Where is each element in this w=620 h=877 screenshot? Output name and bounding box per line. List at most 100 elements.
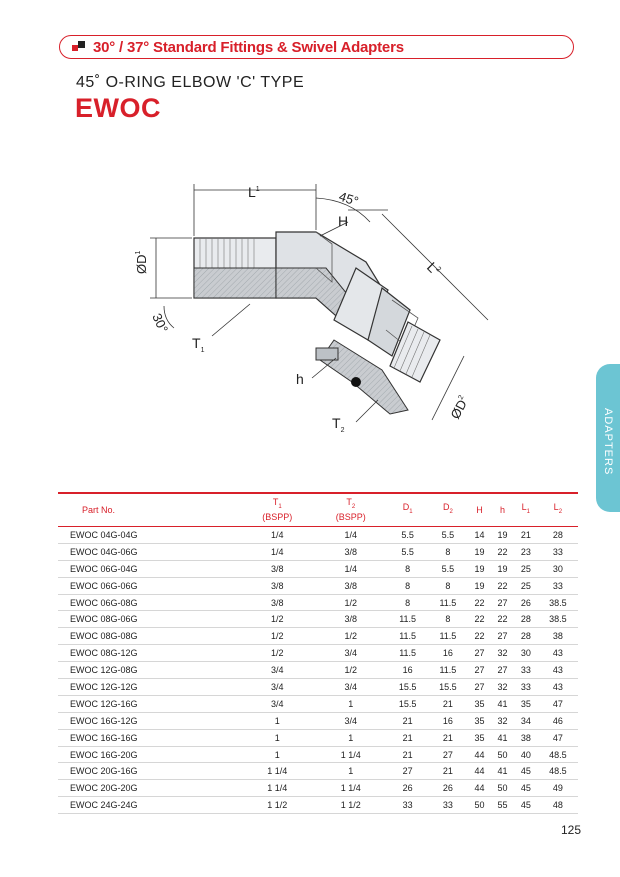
- table-cell: 3/4: [240, 661, 315, 680]
- table-cell: 1: [240, 729, 315, 747]
- squares-icon: [72, 41, 86, 53]
- table-cell: 25: [513, 560, 538, 578]
- label-d1: ØD1: [134, 251, 149, 275]
- table-cell: 1/4: [314, 526, 388, 544]
- table-cell: 3/8: [240, 594, 315, 612]
- table-cell: EWOC 06G-08G: [58, 594, 241, 612]
- table-cell: 1: [240, 712, 315, 730]
- table-cell: 1 1/4: [314, 779, 388, 798]
- table-cell: 5.5: [387, 526, 428, 544]
- table-cell: 35: [467, 712, 491, 730]
- table-cell: 26: [387, 779, 428, 798]
- table-cell: 41: [490, 762, 514, 781]
- table-cell: 3/8: [240, 560, 315, 578]
- side-tab-adapters[interactable]: ADAPTERS: [596, 364, 620, 512]
- table-cell: 1/2: [314, 594, 388, 612]
- table-cell: 44: [467, 746, 491, 764]
- table-cell: 22: [490, 610, 514, 629]
- table-cell: 1: [314, 762, 388, 781]
- table-cell: 47: [537, 695, 578, 713]
- table-cell: EWOC 08G-12G: [58, 644, 241, 663]
- table-cell: EWOC 08G-08G: [58, 627, 241, 646]
- table-cell: 1 1/4: [314, 746, 388, 764]
- table-cell: EWOC 06G-06G: [58, 577, 241, 595]
- table-cell: 11.5: [387, 610, 428, 629]
- table-cell: 11.5: [387, 644, 428, 663]
- table-cell: 1: [240, 746, 315, 764]
- col-d2: D2: [427, 492, 468, 527]
- table-cell: 21: [387, 729, 428, 747]
- label-angle-45: 45°: [337, 189, 360, 209]
- product-code: EWOC: [75, 93, 161, 123]
- table-cell: 3/4: [314, 644, 388, 663]
- table-cell: 8: [427, 543, 468, 561]
- table-cell: 3/8: [314, 577, 388, 595]
- col-part-no: Part No.: [58, 492, 241, 527]
- table-cell: 21: [387, 712, 428, 730]
- table-cell: 41: [490, 695, 514, 713]
- table-cell: EWOC 12G-16G: [58, 695, 241, 713]
- table-cell: 1/2: [314, 661, 388, 680]
- label-t2: T2: [332, 415, 345, 434]
- table-cell: 19: [490, 526, 514, 544]
- table-cell: 1: [314, 729, 388, 747]
- table-cell: 1 1/4: [240, 779, 315, 798]
- table-cell: 11.5: [427, 594, 468, 612]
- label-l1: L1: [248, 184, 260, 200]
- table-cell: 19: [467, 577, 491, 595]
- table-cell: 27: [427, 746, 468, 764]
- table-cell: 27: [467, 661, 491, 680]
- table-cell: 1 1/4: [240, 762, 315, 781]
- table-cell: 48: [537, 796, 578, 815]
- product-subtitle: 45˚ O-RING ELBOW 'C' TYPE: [76, 74, 305, 91]
- label-angle-30: 30°: [149, 311, 171, 335]
- dimension-lines: [150, 184, 489, 423]
- table-cell: 45: [513, 796, 538, 815]
- table-cell: 23: [513, 543, 538, 561]
- table-cell: EWOC 16G-20G: [58, 746, 241, 764]
- table-cell: 28: [537, 526, 578, 544]
- table-cell: 11.5: [387, 627, 428, 646]
- table-cell: 3/4: [314, 712, 388, 730]
- table-cell: 25: [513, 577, 538, 595]
- col-d1: D1: [387, 492, 428, 527]
- table-cell: 27: [467, 644, 491, 663]
- table-cell: 28: [513, 610, 538, 629]
- table-cell: 3/8: [240, 577, 315, 595]
- table-header-row: Part No. T1(BSPP) T2(BSPP) D1 D2 H h L1 …: [58, 492, 578, 527]
- table-cell: 1/2: [314, 627, 388, 646]
- table-cell: 21: [427, 729, 468, 747]
- table-cell: 32: [490, 644, 514, 663]
- table-cell: EWOC 24G-24G: [58, 796, 241, 815]
- table-cell: 19: [467, 560, 491, 578]
- table-cell: 3/8: [314, 543, 388, 561]
- table-cell: 22: [467, 594, 491, 612]
- table-cell: EWOC 20G-20G: [58, 779, 241, 798]
- table-cell: 22: [467, 610, 491, 629]
- table-cell: 5.5: [427, 526, 468, 544]
- table-cell: EWOC 04G-04G: [58, 526, 241, 544]
- table-cell: 1/4: [314, 560, 388, 578]
- table-cell: 47: [537, 729, 578, 747]
- fitting-drawing: L1 45° H L2 ØD1 30° T1 h T2 ØD2: [134, 184, 489, 434]
- table-cell: 22: [490, 577, 514, 595]
- table-cell: 1: [314, 695, 388, 713]
- table-cell: 22: [467, 627, 491, 646]
- table-cell: 19: [490, 560, 514, 578]
- col-h-upper: H: [467, 492, 491, 527]
- table-cell: 16: [427, 644, 468, 663]
- table-cell: 8: [387, 577, 428, 595]
- table-cell: 33: [513, 661, 538, 680]
- col-h-lower: h: [490, 492, 514, 527]
- table-cell: 1/2: [240, 644, 315, 663]
